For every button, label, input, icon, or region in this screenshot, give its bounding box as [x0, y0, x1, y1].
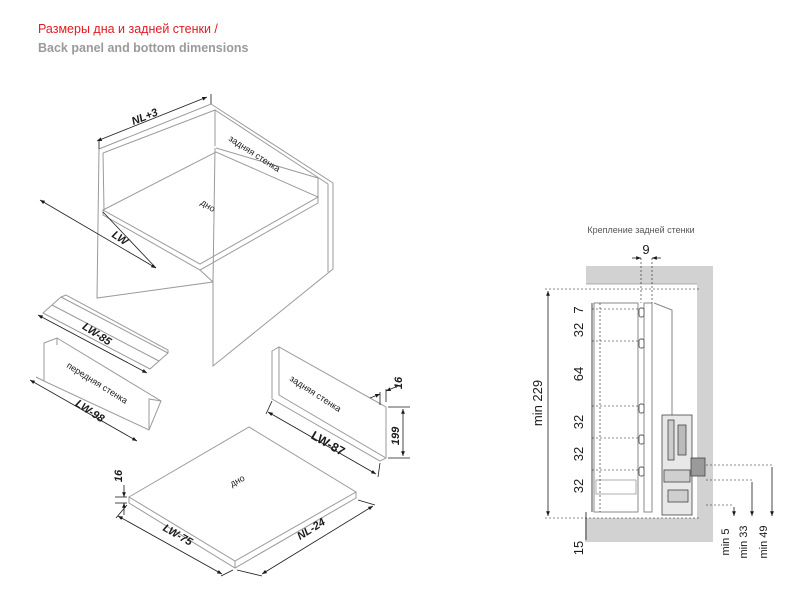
back-panel-width-label: LW-87	[309, 428, 348, 458]
section-dimension-lines	[546, 256, 774, 540]
base-label: 15	[571, 541, 586, 555]
pitch-label-7: 7	[571, 306, 586, 313]
back-panel-height-label: 199	[390, 426, 402, 445]
back-wall-panel	[593, 302, 639, 513]
drawer-back-section	[593, 302, 673, 513]
pitch-label-32d: 32	[571, 479, 586, 493]
front-panel-name: передняя стенка	[65, 360, 130, 405]
pitch-label-32c: 32	[571, 447, 586, 461]
box-front-edge	[199, 269, 214, 283]
pitch-label-32b: 32	[571, 415, 586, 429]
section-top-dim-label: 9	[642, 242, 649, 257]
level-lines	[545, 258, 772, 519]
box-side-edge	[212, 147, 216, 283]
bottom-panel-thickness-label: 16	[113, 469, 125, 482]
cabinet-side-wall	[697, 266, 713, 542]
bottom-panel-name: дно	[228, 473, 246, 489]
min-49-label: min 49	[758, 525, 770, 558]
runner-mechanism	[595, 414, 706, 516]
box-back-wall	[215, 147, 319, 197]
drawer-box-assembly	[96, 103, 334, 368]
cabinet-structure	[585, 266, 713, 542]
bottom-panel-part	[128, 426, 357, 569]
cabinet-top-board	[586, 266, 698, 284]
cabinet-base-board	[585, 518, 697, 542]
back-panel-thickness-label: 16	[393, 376, 405, 389]
box-outline	[96, 103, 334, 368]
lw-dimension-label: LW	[109, 229, 131, 249]
bottom-panel-dimensions	[115, 485, 376, 577]
mounting-holes	[638, 307, 645, 477]
pitch-label-32a: 32	[571, 323, 586, 337]
height-label: min 229	[530, 380, 545, 426]
nl-dimension	[96, 94, 212, 149]
lw-dimension	[39, 199, 157, 269]
section-title: Крепление задней стенки	[587, 225, 694, 235]
front-panel-part	[35, 337, 162, 431]
pitch-label-64: 64	[571, 367, 586, 381]
bottom-panel-depth-label: NL-24	[295, 516, 327, 542]
rail-dimension	[37, 314, 148, 374]
front-panel-dimension	[29, 379, 138, 442]
title-russian: Размеры дна и задней стенки /	[38, 22, 218, 36]
title-english: Back panel and bottom dimensions	[38, 41, 249, 55]
min-5-label: min 5	[720, 529, 732, 556]
back-panel-dimensions	[265, 385, 410, 478]
min-33-label: min 33	[738, 525, 750, 558]
nl-dimension-label: NL+3	[130, 107, 160, 128]
drawer-side-profile	[643, 302, 653, 513]
back-panel-name: задняя стенка	[288, 373, 343, 414]
